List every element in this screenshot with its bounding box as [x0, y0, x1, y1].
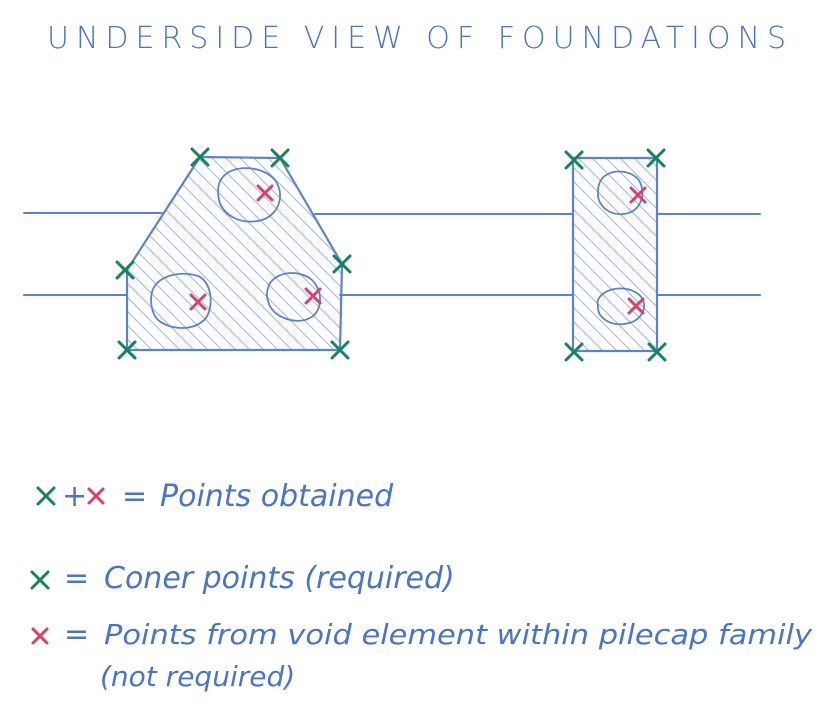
hatch-line	[161, 157, 342, 350]
corner-points	[115, 147, 667, 362]
legend-equals: =	[64, 561, 89, 596]
hatch-line	[127, 157, 247, 350]
pilecap-hexagonal	[0, 150, 554, 360]
hatch-line	[127, 157, 275, 350]
ground-beam-lines	[23, 212, 761, 296]
hatch-line	[344, 150, 554, 360]
hatch-line	[605, 158, 657, 210]
hatch-line	[577, 158, 657, 238]
hatch-line	[573, 222, 657, 308]
legend-row-red: = Points from void element within pileca…	[31, 617, 812, 693]
hatch-line	[573, 236, 657, 322]
hatch-line	[315, 157, 342, 350]
hatch-line	[175, 157, 342, 350]
legend-red-note: (not required)	[100, 660, 295, 693]
hatch-line	[127, 157, 205, 350]
hatch-line	[127, 157, 261, 350]
hatch-line	[573, 334, 590, 351]
hatch-line	[573, 306, 618, 351]
pile-void-lower	[596, 287, 645, 326]
diagram-title: UNDERSIDE VIEW OF FOUNDATIONS	[47, 21, 793, 56]
hatch-line	[573, 348, 576, 351]
hatch-line	[573, 320, 604, 351]
hatch-line	[573, 278, 646, 351]
hatch-line	[273, 157, 342, 350]
hatch-line	[127, 157, 303, 350]
pile-void-upper	[597, 170, 644, 216]
hatch-line	[360, 150, 570, 360]
hatch-line	[573, 180, 657, 266]
hatch-line	[591, 158, 657, 224]
hatch-line	[133, 157, 342, 350]
hatch-line	[189, 157, 342, 350]
legend: + = Points obtained = Coner points (requ…	[30, 479, 812, 693]
pile-void-right	[266, 272, 321, 322]
red-x-mark	[189, 293, 207, 311]
hatch-line	[287, 157, 342, 350]
hatch-line	[127, 157, 289, 350]
legend-green-text: Coner points (required)	[104, 561, 455, 596]
legend-row-both: + = Points obtained	[36, 479, 394, 514]
hatch-line	[654, 150, 835, 360]
red-x-mark	[256, 184, 274, 202]
pile-void-top	[217, 167, 281, 223]
legend-row-green: = Coner points (required)	[30, 561, 455, 596]
hatch-line	[573, 250, 657, 336]
hatch-line	[203, 157, 342, 350]
hatch-line	[0, 150, 120, 360]
hatch-line	[573, 166, 657, 252]
red-x-mark	[627, 297, 645, 315]
legend-red-text: Points from void element within pilecap …	[104, 618, 812, 651]
legend-plus: +	[62, 479, 87, 514]
green-x-icon	[30, 570, 50, 590]
hatch-line	[217, 157, 342, 350]
hatch-line	[127, 157, 149, 350]
hatch-line	[647, 158, 657, 168]
hatch-line	[619, 158, 657, 196]
hatch-line	[259, 157, 342, 350]
hatch-line	[573, 264, 657, 350]
hatch-line	[573, 292, 632, 351]
red-x-icon	[31, 627, 49, 645]
pilecap-rectangular	[360, 150, 835, 360]
legend-both-text: Points obtained	[160, 479, 394, 514]
green-x-mark	[115, 260, 135, 280]
hatch-line	[127, 157, 135, 350]
hatch-line	[245, 157, 342, 350]
legend-equals: =	[122, 479, 147, 514]
pile-void-left	[150, 272, 212, 329]
red-x-icon	[87, 487, 105, 505]
hatch-line	[127, 157, 191, 350]
hatch-line	[329, 157, 342, 350]
green-x-icon	[36, 486, 56, 506]
hatch-line	[573, 208, 657, 294]
hatch-line	[573, 194, 657, 280]
hatch-line	[127, 157, 331, 350]
legend-equals: =	[64, 617, 89, 652]
hatch-line	[127, 157, 219, 350]
hatch-line	[127, 157, 177, 350]
